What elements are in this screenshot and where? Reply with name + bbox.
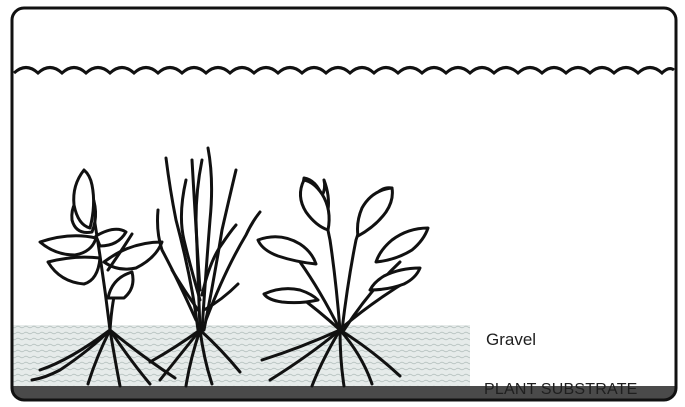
- gravel-label: Gravel: [486, 330, 536, 350]
- water-surface: [14, 68, 674, 74]
- plant-substrate-label: PLANT SUBSTRATE: [484, 381, 638, 399]
